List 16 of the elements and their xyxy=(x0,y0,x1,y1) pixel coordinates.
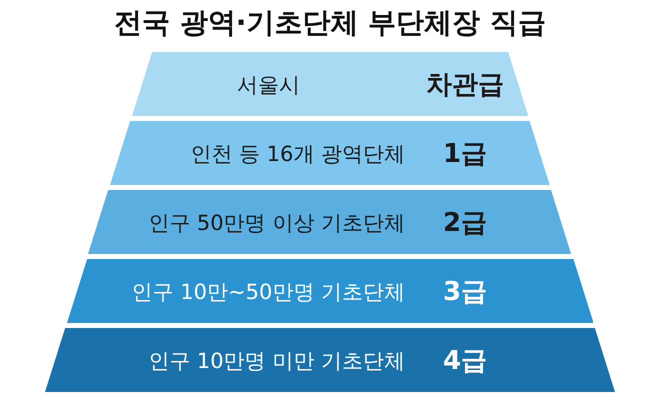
tier-label: 인천 등 16개 광역단체 xyxy=(190,141,405,168)
grade-label: 1급 xyxy=(442,138,488,171)
pyramid-tier xyxy=(45,328,615,392)
grade-label: 2급 xyxy=(442,207,488,240)
chart-title: 전국 광역·기초단체 부단체장 직급 xyxy=(113,5,547,41)
grade-label: 3급 xyxy=(442,276,488,309)
tier-label: 서울시 xyxy=(236,72,300,99)
grade-label: 4급 xyxy=(442,345,488,378)
pyramid-tier xyxy=(110,121,550,185)
tier-label: 인구 10만명 미만 기초단체 xyxy=(148,348,405,375)
tier-label: 인구 10만~50만명 기초단체 xyxy=(132,279,405,306)
pyramid-tier xyxy=(66,259,594,323)
pyramid-tier xyxy=(132,52,528,116)
grade-label: 차관급 xyxy=(426,69,504,102)
pyramid-tier xyxy=(88,190,572,254)
tier-label: 인구 50만명 이상 기초단체 xyxy=(148,210,405,237)
